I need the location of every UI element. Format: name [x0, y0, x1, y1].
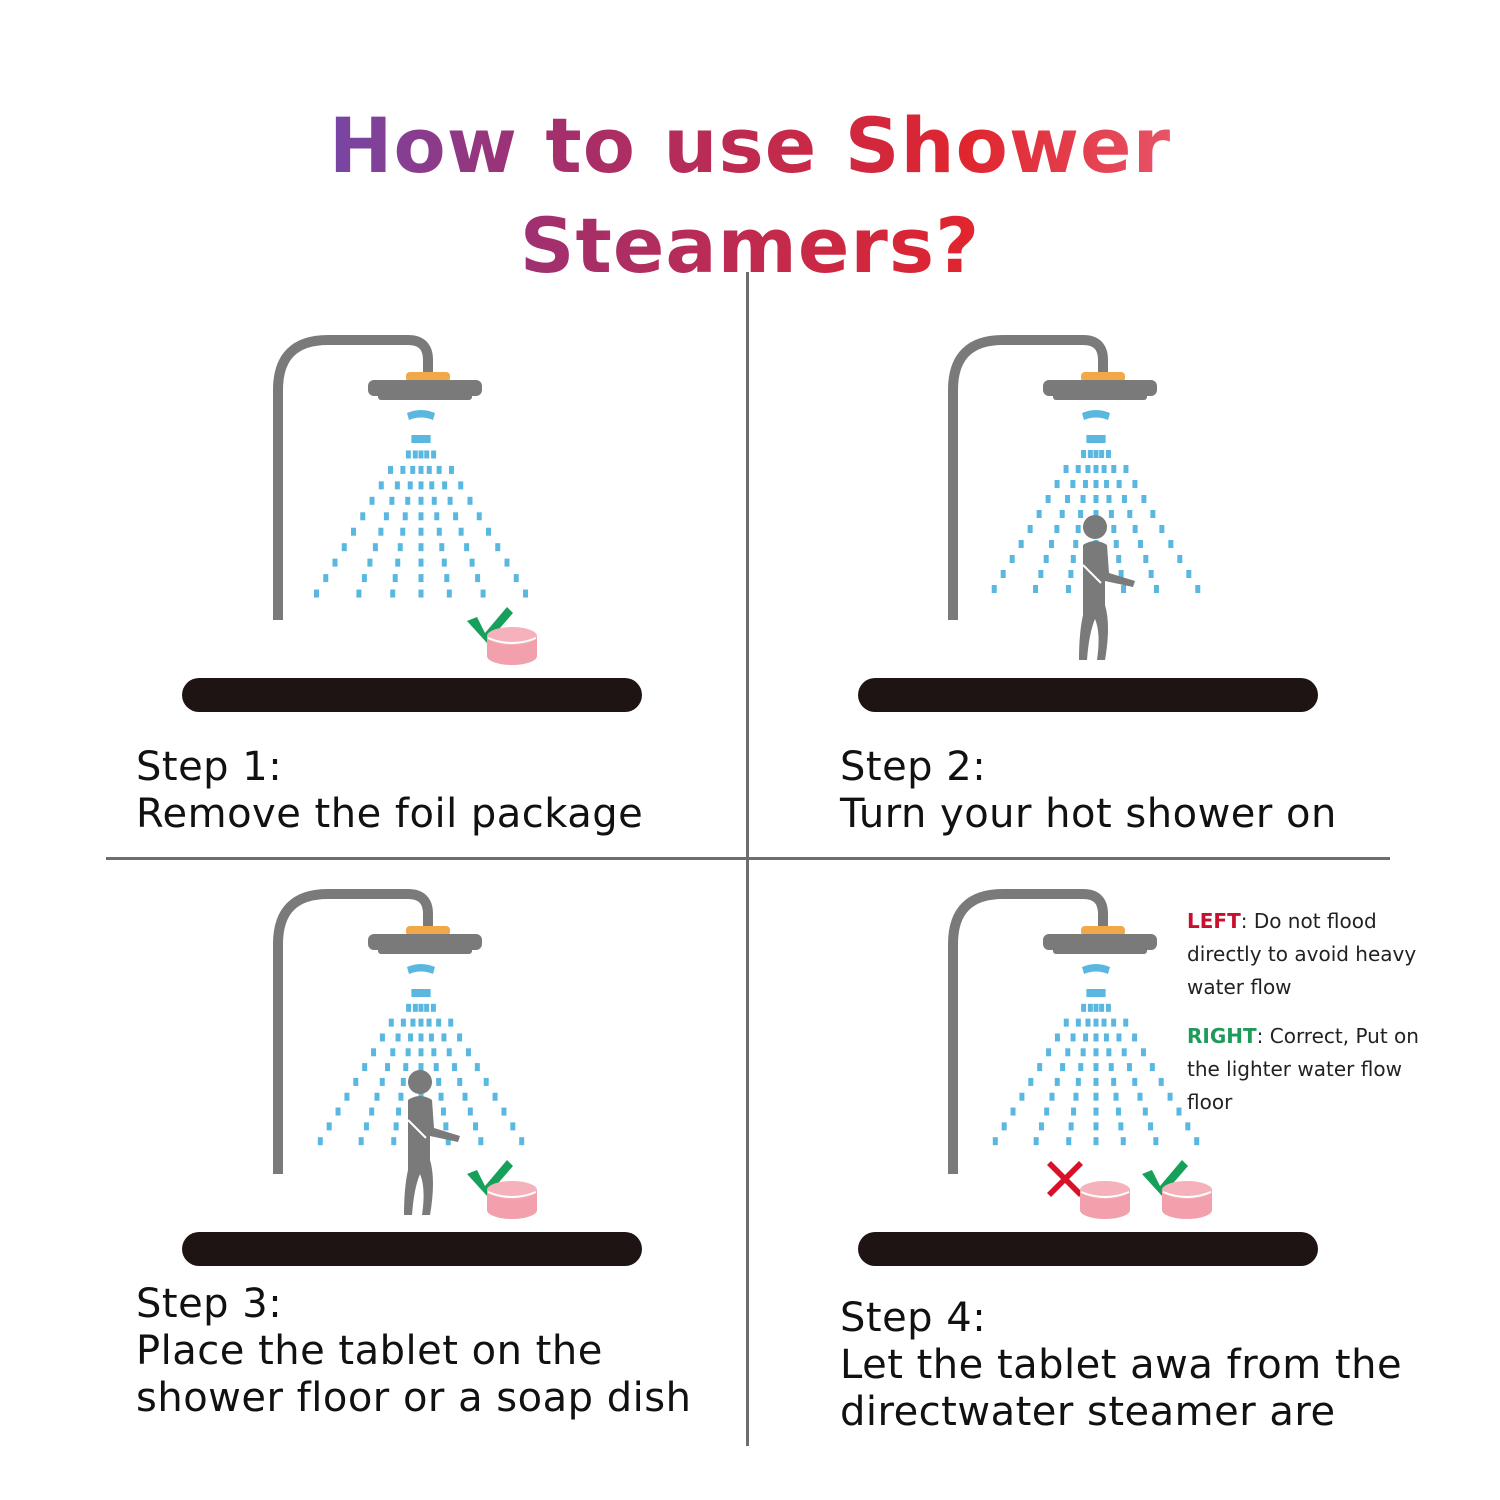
- step-4-label: Step 4:: [840, 1295, 987, 1341]
- step-3-text-line-1: Place the tablet on the: [136, 1328, 603, 1374]
- water-spray-icon: [317, 964, 525, 1146]
- step-2-caption: Step 2: Turn your hot shower on: [840, 744, 1337, 838]
- left-note-text: : Do not flood directly to avoid heavy w…: [1187, 909, 1417, 999]
- floor-bar: [858, 1232, 1318, 1266]
- floor-bar: [182, 678, 642, 712]
- floor-bar: [858, 678, 1318, 712]
- step-1-caption: Step 1: Remove the foil package: [136, 744, 643, 838]
- step-3-label: Step 3:: [136, 1281, 283, 1327]
- step-1-panel: Step 1: Remove the foil package: [0, 0, 746, 857]
- right-keyword: RIGHT: [1187, 1024, 1257, 1048]
- step-1-illustration: [182, 0, 642, 712]
- right-note-text: : Correct, Put on the lighter water flow…: [1187, 1024, 1419, 1114]
- pink-tablet-icon: [1161, 1180, 1213, 1220]
- step-2-illustration: [858, 0, 1318, 712]
- floor-bar: [182, 1232, 642, 1266]
- step-2-text: Turn your hot shower on: [840, 791, 1337, 837]
- step-3-caption: Step 3: Place the tablet on the shower f…: [136, 1281, 691, 1422]
- step-4-text-line-1: Let the tablet awa from the: [840, 1342, 1403, 1388]
- step-1-text: Remove the foil package: [136, 791, 644, 837]
- step-1-label: Step 1:: [136, 744, 283, 790]
- step-4-caption: Step 4: Let the tablet awa from the dire…: [840, 1295, 1402, 1436]
- water-spray-icon: [992, 964, 1200, 1146]
- step-2-panel: Step 2: Turn your hot shower on: [840, 0, 1337, 838]
- horizontal-divider: [106, 857, 1390, 860]
- step-2-label: Step 2:: [840, 744, 987, 790]
- red-cross-icon: [1047, 1161, 1083, 1197]
- right-note: RIGHT: Correct, Put on the lighter water…: [1187, 1020, 1437, 1119]
- step-3-text-line-2: shower floor or a soap dish: [136, 1375, 692, 1421]
- left-keyword: LEFT: [1187, 909, 1241, 933]
- pink-tablet-icon: [1079, 1180, 1131, 1220]
- water-spray-icon: [313, 410, 529, 598]
- step-4-text-line-2: directwater steamer are: [840, 1389, 1336, 1435]
- left-note: LEFT: Do not flood directly to avoid hea…: [1187, 905, 1437, 1004]
